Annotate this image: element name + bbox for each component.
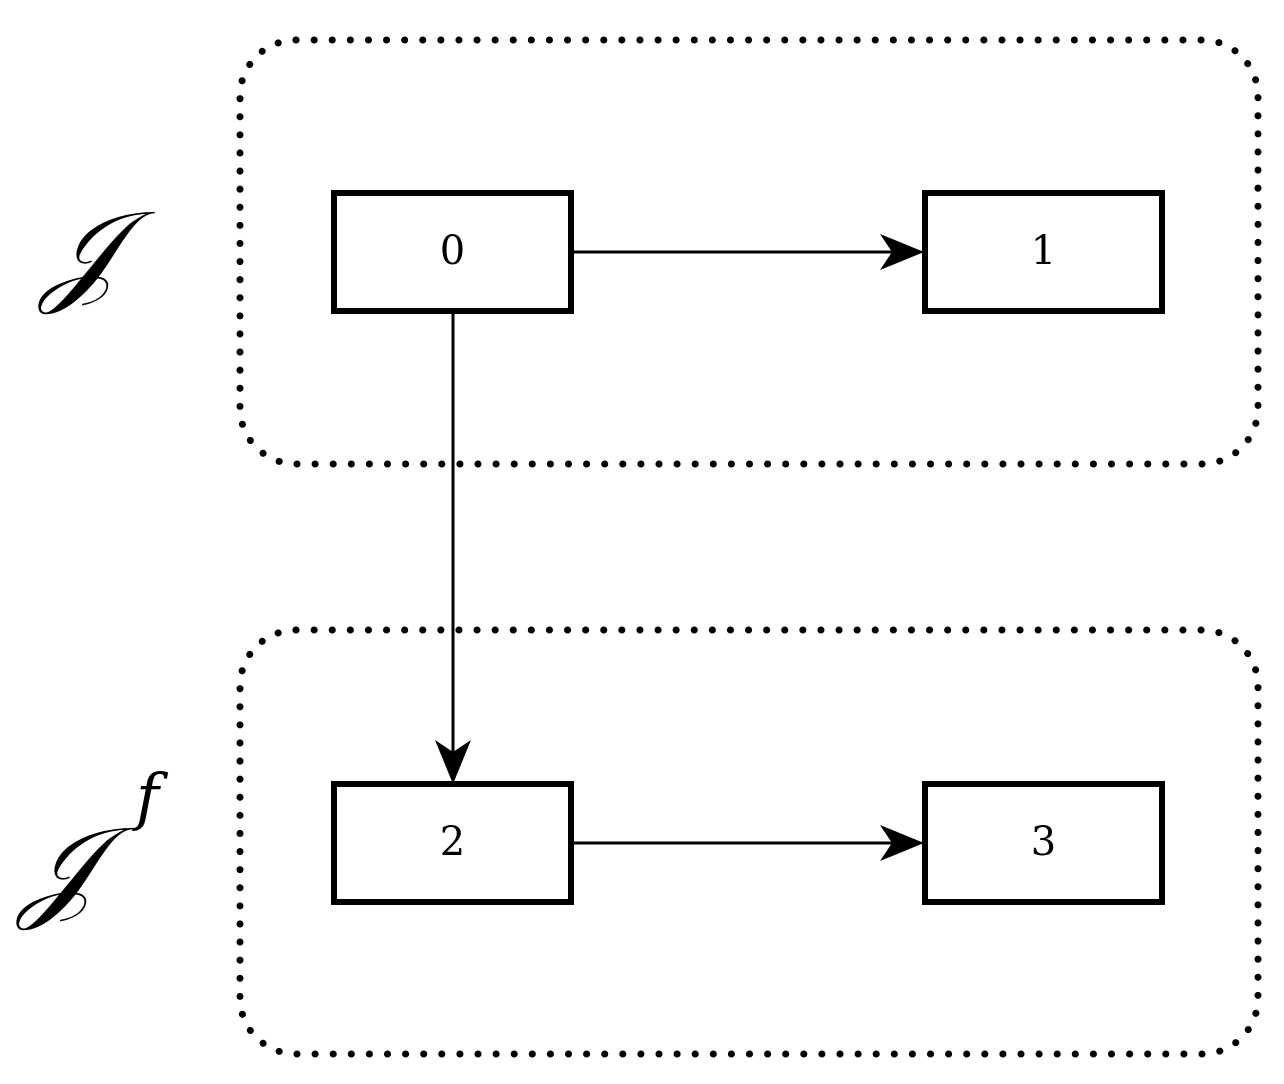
group-label-top: 𝒥	[37, 187, 155, 317]
arrow-head	[880, 234, 924, 270]
group-frame-top	[236, 36, 1262, 468]
node-2: 2	[331, 781, 574, 905]
edge-0-to-1	[572, 234, 924, 270]
edge-0-to-2	[435, 312, 471, 784]
node-0: 0	[331, 190, 574, 314]
arrow-head	[880, 825, 924, 861]
group-label-bottom-superscript: f	[132, 760, 169, 833]
node-3: 3	[922, 781, 1165, 905]
node-box	[922, 781, 1165, 905]
group-frame-bottom	[236, 626, 1262, 1058]
node-label: 0	[440, 228, 465, 274]
node-box	[331, 781, 574, 905]
node-box	[922, 190, 1165, 314]
arrow-head	[435, 740, 471, 784]
node-label: 3	[1031, 819, 1056, 865]
edge-2-to-3	[572, 825, 924, 861]
node-label: 2	[440, 819, 465, 865]
node-1: 1	[922, 190, 1165, 314]
node-label: 1	[1031, 228, 1056, 274]
group-label-bottom: 𝒥	[15, 803, 133, 933]
node-box	[331, 190, 574, 314]
